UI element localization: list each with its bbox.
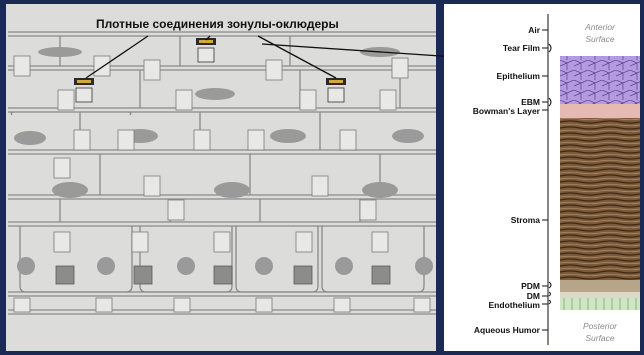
layer-bowman <box>560 104 640 118</box>
label-epithelium: Epithelium <box>497 71 541 81</box>
tight-junction-2 <box>74 78 94 102</box>
label-air: Air <box>528 25 541 35</box>
left-title: Плотные соединения зонулы-оклюдеры <box>96 17 339 31</box>
layer-endothelium <box>560 298 640 310</box>
posterior-label-1: Posterior <box>583 321 618 331</box>
layer-stroma <box>560 118 640 280</box>
label-endothelium: Endothelium <box>489 300 541 310</box>
layer-pdm <box>560 280 640 292</box>
label-aqueous-humor: Aqueous Humor <box>474 325 541 335</box>
layer-dm <box>560 292 640 298</box>
label-tear-film: Tear Film <box>503 43 541 53</box>
right-panel: Air Tear Film Epithelium EBM Bowman's La… <box>444 4 640 351</box>
label-bowmans-layer: Bowman's Layer <box>473 106 541 116</box>
tight-junction-3 <box>326 78 346 102</box>
layer-epithelium <box>560 56 640 104</box>
posterior-label-2: Surface <box>585 333 615 343</box>
label-pdm: PDM <box>521 281 540 291</box>
anterior-label-2: Surface <box>585 34 615 44</box>
label-stroma: Stroma <box>511 215 541 225</box>
anterior-label-1: Anterior <box>584 22 616 32</box>
tight-junction-1 <box>196 38 216 62</box>
